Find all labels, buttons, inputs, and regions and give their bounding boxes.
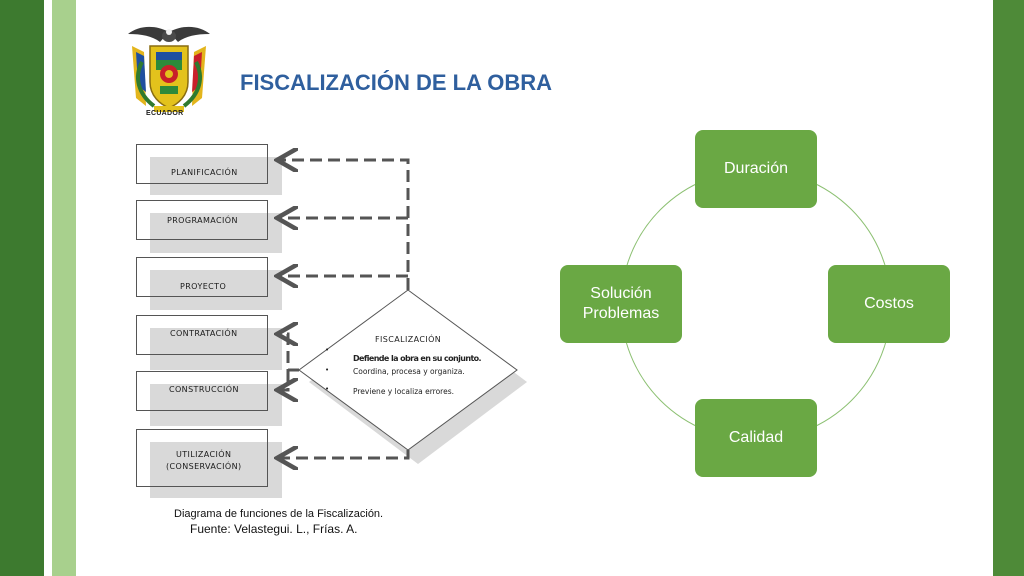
cycle-node-solucion-problemas: Solución Problemas — [560, 265, 682, 343]
logo-caption: ECUADOR — [146, 110, 184, 117]
diagram-source: Fuente: Velastegui. L., Frías. A. — [190, 522, 358, 536]
stage-sublabel: (CONSERVACIÓN) — [166, 462, 242, 471]
connector-utilizacion — [280, 450, 410, 458]
bullet-dot: • — [325, 346, 330, 354]
stage-box-contratacion — [136, 315, 268, 355]
stage-box-planificacion — [136, 144, 268, 184]
cycle-node-costos: Costos — [828, 265, 950, 343]
stage-label: CONSTRUCCIÓN — [169, 385, 239, 394]
cycle-node-calidad: Calidad — [695, 399, 817, 477]
stage-label: PROYECTO — [180, 282, 227, 291]
slide-title: FISCALIZACIÓN DE LA OBRA — [240, 70, 553, 95]
cycle-node-duracion: Duración — [695, 130, 817, 208]
connector-planificacion — [280, 160, 410, 290]
stage-label: UTILIZACIÓN — [176, 450, 232, 459]
stage-box-programacion — [136, 200, 268, 240]
stage-shadow — [150, 213, 282, 253]
connector-contratacion — [280, 334, 299, 372]
stage-shadow — [150, 270, 282, 310]
diamond-title: FISCALIZACIÓN — [375, 335, 442, 344]
stage-label: PLANIFICACIÓN — [171, 168, 238, 177]
diagram-caption: Diagrama de funciones de la Fiscalizació… — [174, 508, 384, 520]
stage-box-proyecto — [136, 257, 268, 297]
stage-label: CONTRATACIÓN — [170, 329, 238, 338]
right-bar — [993, 0, 1024, 576]
bullet-dot: • — [325, 385, 330, 393]
stage-shadow — [150, 157, 282, 195]
left-dark-bar — [0, 0, 44, 576]
connector-construccion — [280, 370, 288, 390]
stage-shadow — [150, 442, 282, 498]
stage-shadow — [150, 384, 282, 426]
bullet-dot: • — [325, 366, 330, 374]
stage-box-construccion — [136, 371, 268, 411]
stage-box-utilizacion — [136, 429, 268, 487]
diamond-bullet: Previene y localiza errores. — [353, 387, 455, 396]
stage-shadow — [150, 328, 282, 370]
diamond-bullet: Coordina, procesa y organiza. — [353, 367, 465, 376]
left-light-bar — [52, 0, 76, 576]
coat-of-arms-logo — [128, 26, 210, 112]
stage-label: PROGRAMACIÓN — [167, 216, 238, 225]
diamond-bullet: Defiende la obra en su conjunto. — [353, 354, 482, 363]
